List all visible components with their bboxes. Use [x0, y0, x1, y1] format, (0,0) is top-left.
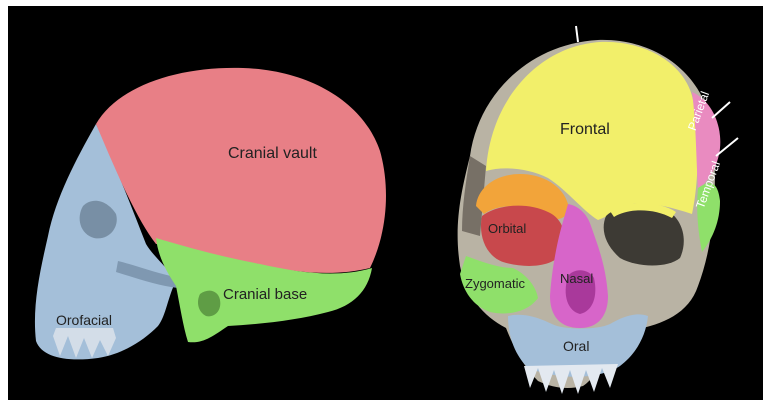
cranial-base-label: Cranial base — [223, 287, 307, 302]
cranial-vault-label: Cranial vault — [228, 146, 317, 162]
parietal-pointer-line — [712, 102, 730, 118]
skull-illustration — [8, 6, 763, 400]
orbital-label: Orbital — [488, 222, 526, 235]
frontal-pointer-line — [576, 26, 578, 42]
nasal-label: Nasal — [560, 272, 593, 285]
frontal-label: Frontal — [560, 122, 610, 138]
zygomatic-label: Zygomatic — [465, 277, 525, 290]
frontal-skull — [458, 26, 738, 394]
oral-label: Oral — [563, 339, 589, 353]
figure-panel: Cranial vault Cranial base Orofacial Fro… — [8, 6, 763, 400]
orofacial-label: Orofacial — [56, 313, 112, 327]
